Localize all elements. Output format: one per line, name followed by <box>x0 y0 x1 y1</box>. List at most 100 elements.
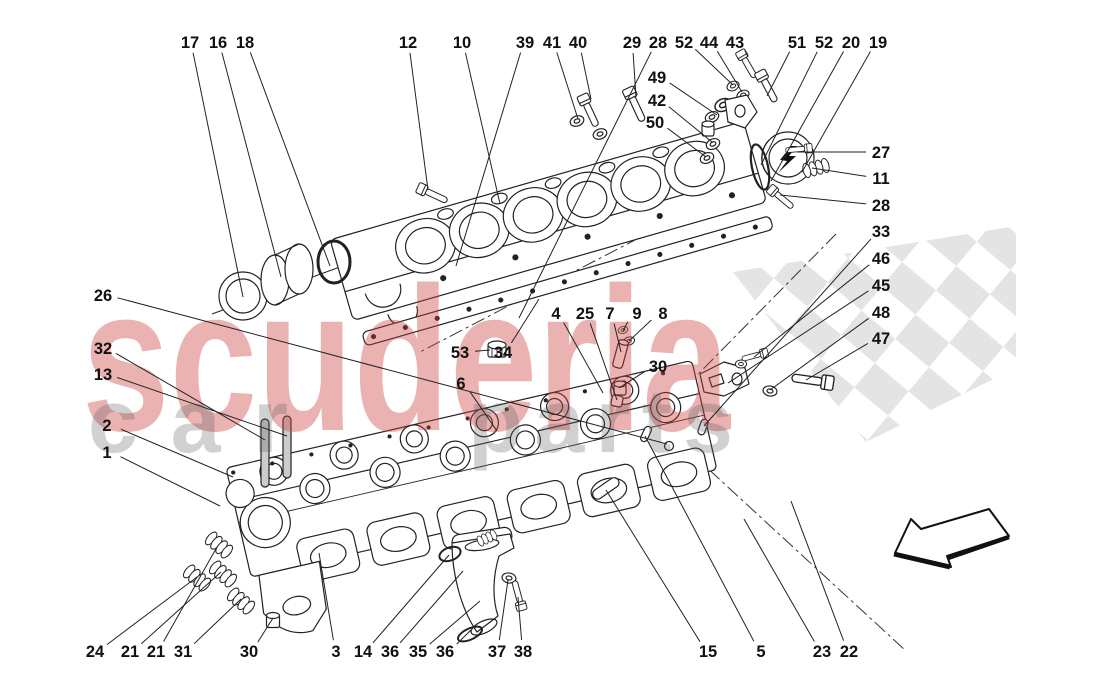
washer <box>591 126 609 142</box>
callout-45: 45 <box>872 277 890 295</box>
leader-line <box>644 435 755 642</box>
leader-line <box>667 127 707 158</box>
leader-line <box>790 500 845 641</box>
callout-12: 12 <box>399 34 417 52</box>
leader-line <box>318 552 334 641</box>
callout-16: 16 <box>209 34 227 52</box>
leader-line <box>580 52 592 100</box>
callout-10: 10 <box>453 34 471 52</box>
o-ring-36 <box>456 625 484 643</box>
callout-32: 32 <box>94 340 112 358</box>
cover-gasket-drawing <box>362 216 773 346</box>
leader-line <box>766 51 791 97</box>
callout-23: 23 <box>813 643 831 661</box>
cam-cover-drawing <box>330 122 773 346</box>
callout-1: 1 <box>102 444 111 462</box>
bolt-12 <box>414 181 450 207</box>
leader-line <box>703 238 872 427</box>
leader-line <box>727 290 869 384</box>
o-ring-14 <box>438 545 462 563</box>
o-ring-52 <box>749 143 771 191</box>
callout-48: 48 <box>872 304 890 322</box>
callout-11: 11 <box>872 170 889 188</box>
leader-line <box>115 352 266 441</box>
callout-22: 22 <box>840 643 858 661</box>
leader-lines <box>106 48 872 645</box>
callout-35: 35 <box>409 643 427 661</box>
callout-40: 40 <box>569 34 587 52</box>
callout-51: 51 <box>788 34 806 52</box>
callout-52: 52 <box>815 34 833 52</box>
leader-line <box>409 52 429 191</box>
tagline-right: p a r t s <box>468 372 733 472</box>
leader-line <box>622 321 629 332</box>
leader-line <box>456 629 472 645</box>
brand-text: scuderia <box>82 245 732 474</box>
callout-19: 19 <box>869 34 887 52</box>
bush-50 <box>701 120 715 137</box>
callout-33: 33 <box>872 223 890 241</box>
lightning-icon <box>778 146 797 173</box>
callout-21: 21 <box>121 643 139 661</box>
leader-line <box>221 52 282 278</box>
leader-line <box>669 82 718 116</box>
callout-26: 26 <box>94 287 112 305</box>
leader-line <box>556 52 579 120</box>
spring-31 <box>224 585 258 617</box>
callout-30: 30 <box>240 643 258 661</box>
leader-line <box>120 456 221 507</box>
leader-line <box>117 377 288 437</box>
leader-line <box>510 298 540 344</box>
leader-line <box>628 319 652 342</box>
leader-line <box>517 596 523 641</box>
leader-line <box>249 52 331 267</box>
leader-line <box>805 342 869 381</box>
callout-29: 29 <box>623 34 641 52</box>
leader-line <box>193 598 242 645</box>
leader-line <box>399 570 464 644</box>
washer <box>734 359 748 369</box>
callout-4: 4 <box>551 305 561 323</box>
plug-30 <box>265 611 281 629</box>
leader-line <box>106 576 198 645</box>
leader-line <box>632 52 637 98</box>
callout-2: 2 <box>102 417 111 435</box>
leader-line <box>117 297 668 445</box>
callout-20: 20 <box>842 34 860 52</box>
callout-9: 9 <box>632 305 641 323</box>
dowel-33 <box>697 418 709 436</box>
leader-line <box>257 617 274 643</box>
callout-47: 47 <box>872 330 890 348</box>
leader-line <box>469 391 498 432</box>
leader-line <box>753 264 870 358</box>
bolt-28 <box>765 183 797 212</box>
bush-16 <box>260 243 314 306</box>
callout-5: 5 <box>756 643 765 661</box>
callout-43: 43 <box>726 34 744 52</box>
leader-line <box>120 428 234 478</box>
leader-line <box>613 323 622 353</box>
direction-arrow-icon <box>893 508 1010 570</box>
callout-21: 21 <box>147 643 165 661</box>
callout-31: 31 <box>174 643 192 661</box>
small-parts <box>180 47 836 643</box>
callout-28: 28 <box>872 197 890 215</box>
leader-line <box>744 50 749 58</box>
leader-line <box>760 51 818 166</box>
spring-21 <box>206 558 240 590</box>
callout-50: 50 <box>646 114 664 132</box>
callout-53: 53 <box>451 344 469 362</box>
leader-line <box>770 51 844 182</box>
cylinder-head-drawing <box>225 360 717 634</box>
callout-15: 15 <box>699 643 717 661</box>
callout-36: 36 <box>381 643 399 661</box>
leader-line <box>668 106 713 143</box>
tagline-left: c a r <box>88 372 288 472</box>
callout-37: 37 <box>488 643 506 661</box>
washer-48 <box>761 384 779 398</box>
leader-line <box>801 51 871 173</box>
leader-line <box>811 167 867 177</box>
callout-46: 46 <box>872 250 890 268</box>
